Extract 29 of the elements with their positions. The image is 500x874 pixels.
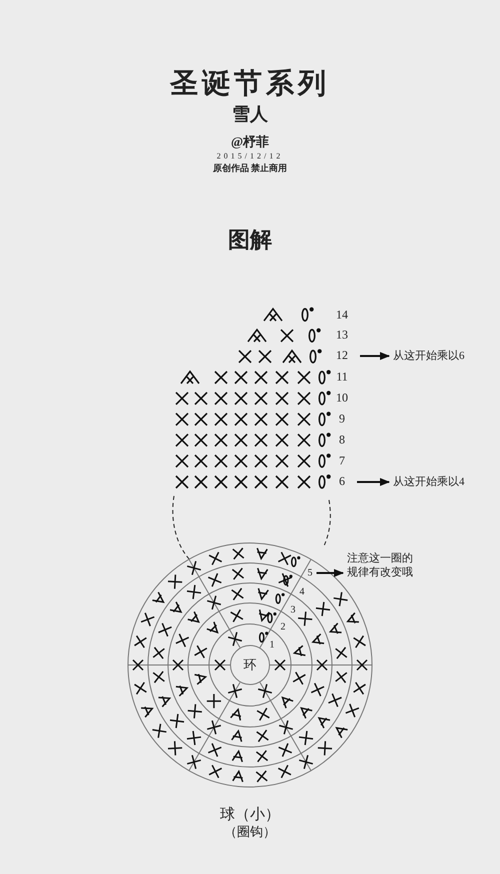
author-name: @杼菲: [230, 134, 270, 150]
note-text: 从这开始乘以4: [393, 474, 464, 490]
row-number: 8: [339, 433, 345, 447]
row-number: 10: [336, 391, 348, 405]
round-number: 2: [280, 622, 286, 632]
row-number: 14: [336, 308, 348, 322]
round-number: 3: [290, 604, 296, 616]
date-text: 2015/12/12: [216, 152, 284, 162]
row-number: 11: [336, 370, 348, 384]
arrow: [316, 569, 344, 577]
arrow: [360, 352, 390, 360]
note-text: 注意这一圈的规律有改变哦: [347, 552, 415, 580]
section-heading: 图解: [228, 228, 272, 252]
round-number: 5: [308, 566, 312, 580]
note-text: 从这开始乘以6: [393, 348, 464, 364]
round-number: 1: [270, 640, 274, 650]
caption: 球（小）: [220, 806, 280, 824]
notice-text: 原创作品 禁止商用: [212, 164, 288, 174]
row-number: 7: [339, 454, 345, 468]
subtitle: 雪人: [232, 105, 268, 125]
arrow: [357, 478, 390, 486]
row-number: 6: [339, 474, 345, 490]
row-number: 9: [339, 412, 345, 426]
title: 圣诞节系列: [170, 70, 330, 100]
row-number: 13: [336, 328, 348, 342]
row-number: 12: [336, 348, 348, 364]
center-ring: 环: [230, 645, 270, 685]
round-number: 4: [300, 586, 304, 598]
caption-note: （圈钩）: [224, 824, 276, 840]
